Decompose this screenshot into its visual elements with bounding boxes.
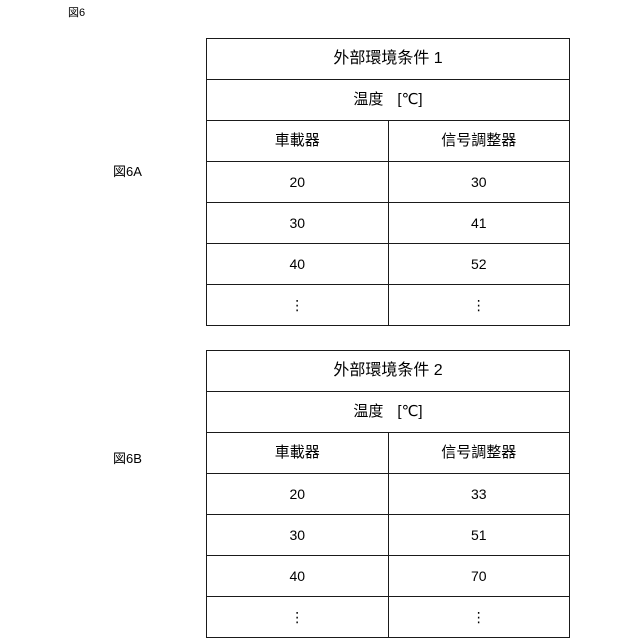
column-header-signal-adjuster: 信号調整器 [387,120,570,162]
vertical-ellipsis-icon: ⋮ [387,596,570,638]
table-row-continuation: ⋮ ⋮ [206,596,570,638]
table-title-row: 外部環境条件 2 [206,350,570,392]
unit-label: [℃] [397,403,423,420]
unit-label: [℃] [397,91,423,108]
table-unit-cell: 温度 [℃] [206,391,570,433]
external-condition-table-1: 外部環境条件 1 温度 [℃] 車載器 信号調整器 20 30 30 41 40 … [206,38,570,326]
table-header-row: 車載器 信号調整器 [206,120,570,162]
vertical-ellipsis-icon: ⋮ [206,596,389,638]
table-title: 外部環境条件 2 [206,350,570,392]
table-header-row: 車載器 信号調整器 [206,432,570,474]
table-row: 20 30 [206,161,570,203]
cell-onboard-value: 20 [206,161,389,203]
column-header-onboard-unit: 車載器 [206,120,389,162]
vertical-ellipsis-icon: ⋮ [387,284,570,326]
table-row: 40 70 [206,555,570,597]
figure-number: 図6 [68,7,86,19]
cell-onboard-value: 20 [206,473,389,515]
cell-onboard-value: 30 [206,514,389,556]
cell-adjuster-value: 51 [387,514,570,556]
table-title: 外部環境条件 1 [206,38,570,80]
column-header-onboard-unit: 車載器 [206,432,389,474]
table-title-row: 外部環境条件 1 [206,38,570,80]
quantity-label: 温度 [353,403,384,420]
cell-adjuster-value: 70 [387,555,570,597]
cell-onboard-value: 40 [206,243,389,285]
column-header-signal-adjuster: 信号調整器 [387,432,570,474]
external-condition-table-2: 外部環境条件 2 温度 [℃] 車載器 信号調整器 20 33 30 51 40 … [206,350,570,638]
vertical-ellipsis-icon: ⋮ [206,284,389,326]
cell-adjuster-value: 52 [387,243,570,285]
figure-label-6a: 図6A [113,164,142,179]
cell-adjuster-value: 41 [387,202,570,244]
cell-adjuster-value: 30 [387,161,570,203]
table-row: 20 33 [206,473,570,515]
cell-adjuster-value: 33 [387,473,570,515]
table-row: 30 51 [206,514,570,556]
table-unit-cell: 温度 [℃] [206,79,570,121]
quantity-label: 温度 [353,91,384,108]
table-unit-row: 温度 [℃] [206,391,570,433]
cell-onboard-value: 30 [206,202,389,244]
table-row-continuation: ⋮ ⋮ [206,284,570,326]
figure-label-6b: 図6B [113,451,142,466]
table-unit-row: 温度 [℃] [206,79,570,121]
table-row: 40 52 [206,243,570,285]
table-row: 30 41 [206,202,570,244]
cell-onboard-value: 40 [206,555,389,597]
